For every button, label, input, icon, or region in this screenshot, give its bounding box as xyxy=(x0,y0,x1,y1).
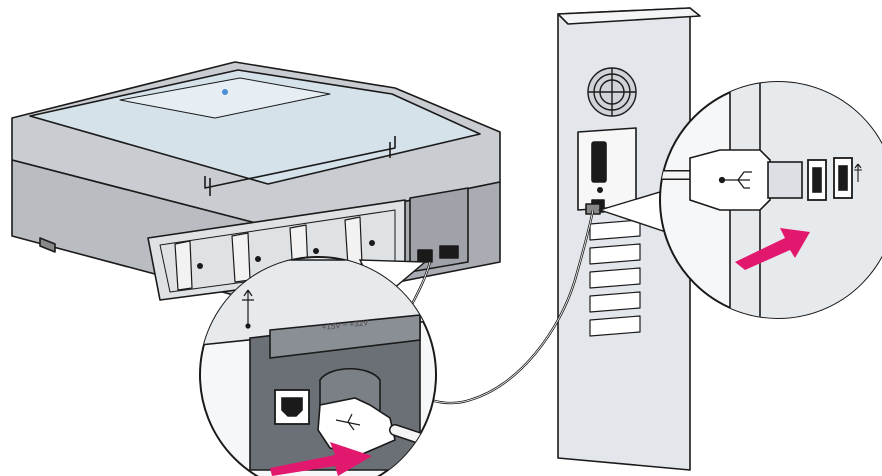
usb-icon xyxy=(242,289,254,329)
computer-tower xyxy=(557,7,701,471)
arrow-right-icon xyxy=(270,442,372,476)
usb-icon xyxy=(718,171,752,189)
computer-port-callout xyxy=(597,81,882,319)
fan-grille xyxy=(587,67,637,117)
arrow-right-icon xyxy=(735,228,810,270)
printer-port-callout: +15V − +32V xyxy=(199,256,437,476)
